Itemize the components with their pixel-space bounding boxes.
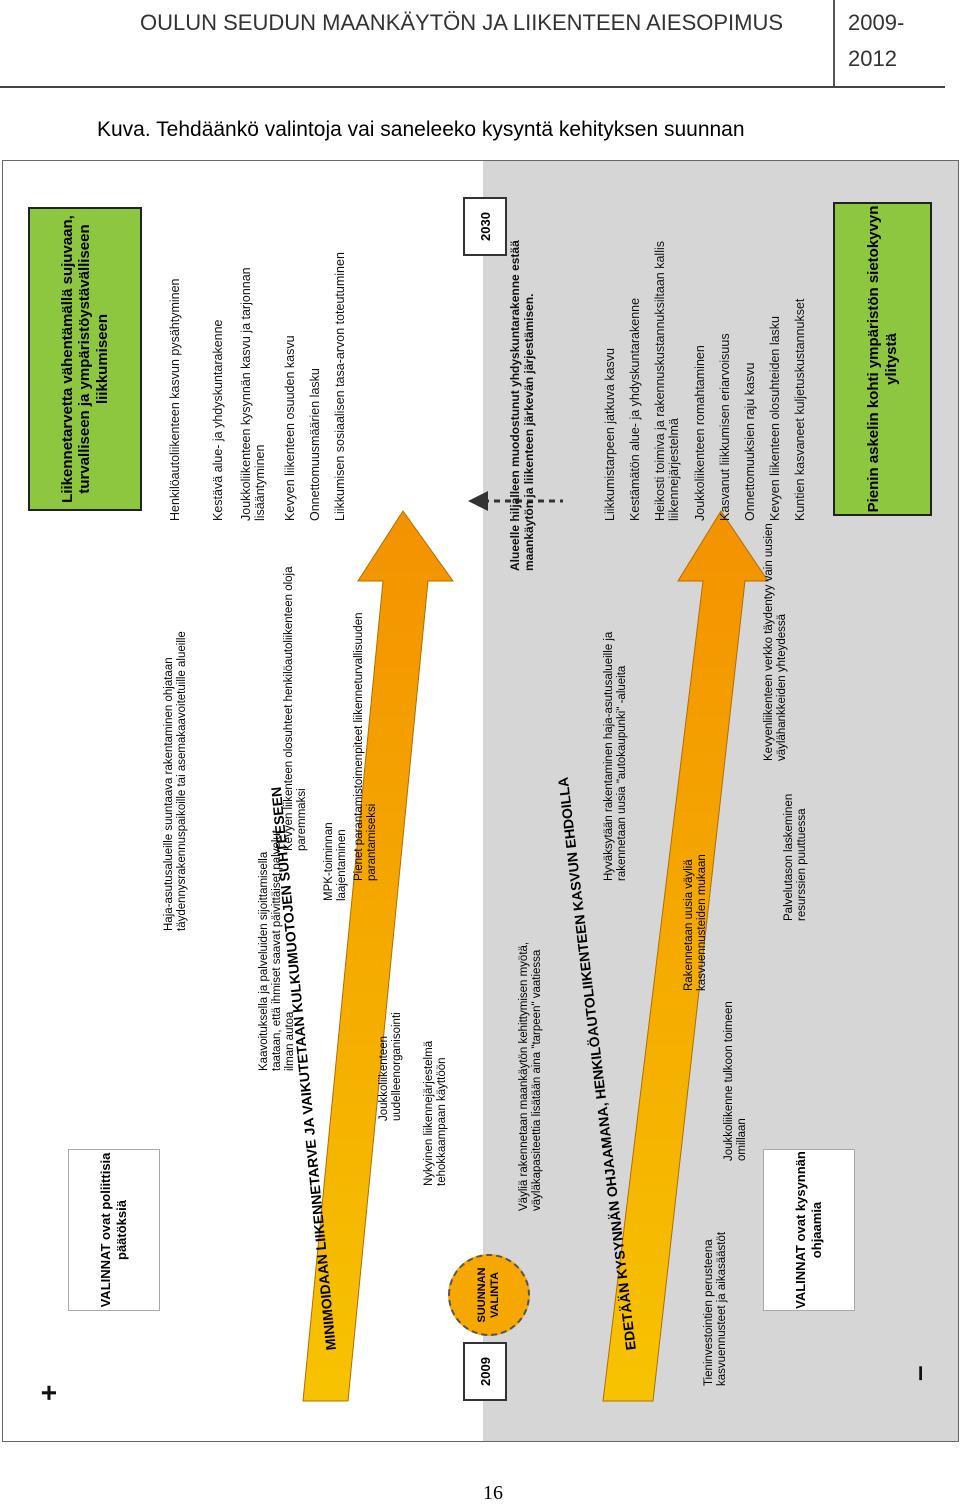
top-tag-5: Haja-asutusalueille suuntaava rakentamin… <box>163 631 189 931</box>
top-tag-7: Pienet parantamistoimenpiteet liikennetu… <box>353 612 379 882</box>
minus-sign: – <box>903 1365 934 1381</box>
bottom-choices-box: VALINNAT ovat kysynnän ohjaamia <box>763 1149 855 1311</box>
bottom-tag-6: Hyväksytään rakentaminen haja-asutusalue… <box>603 631 629 881</box>
bottom-tag-3: Väyliä rakennetaan maankäytön kehittymis… <box>518 941 544 1211</box>
bottom-tag-1: Tieninvestointien perusteena kasvuennust… <box>703 1231 729 1386</box>
header-divider-vertical <box>833 0 835 88</box>
diagram-arrows <box>302 491 769 1402</box>
figure-frame: + – 2009 2030 SUUNNAN VALINTA VALINNAT o… <box>2 160 959 1442</box>
top-outcome-4: Kevyen liikenteen osuuden kasvu <box>283 335 297 521</box>
bottom-tag-4: Rakennetaan uusia väyliä kasvuennusteide… <box>683 854 709 991</box>
top-tag-4: MPK-toiminnan laajentaminen <box>323 822 349 901</box>
document-header-year-end: 2012 <box>848 46 897 71</box>
bottom-tag-5: Palvelutason laskeminen resurssien puutt… <box>783 793 809 921</box>
dashed-arrow-head <box>468 491 488 511</box>
top-tag-6: Kevyen liikenteen olosuhteet henkilöauto… <box>283 566 309 851</box>
figure-caption: Kuva. Tehdäänkö valintoja vai saneleeko … <box>97 118 745 141</box>
bottom-outcome-5: Kasvanut liikkumisen eriarvoisuus <box>718 333 732 521</box>
direction-choice-circle: SUUNNAN VALINTA <box>448 1254 530 1336</box>
bottom-outcome-6: Onnettomuuksien raju kasvu <box>743 362 757 521</box>
top-outcome-5: Onnettomuusmäärien lasku <box>308 368 322 521</box>
top-tag-2: Nykyinen liikennejärjestelmä tehokkaampa… <box>423 1040 449 1186</box>
document-header-year-start: 2009- <box>848 10 905 35</box>
bottom-outcome-2: Kestämätön alue- ja yhdyskuntarakenne <box>628 297 642 521</box>
year-start-box: 2009 <box>463 1342 507 1401</box>
top-outcome-6: Liikkumisen sosiaalisen tasa-arvon toteu… <box>333 252 347 521</box>
top-goal-box: Liikennetarvetta vähentämällä sujuvaan, … <box>28 207 142 511</box>
bottom-outcome-7: Kevyen liikenteen olosuhteiden lasku <box>768 316 782 521</box>
year-end-box: 2030 <box>463 197 507 256</box>
top-tag-3: Kaavoituksella ja palveluiden sijoittami… <box>258 829 297 1071</box>
page-number: 16 <box>483 1482 503 1504</box>
bottom-outcome-3: Heikosti toimiva ja rakennuskustannuksil… <box>653 241 682 521</box>
bottom-tag-2: Joukkoliikenne tulkoon toimeen omillaan <box>723 1001 749 1161</box>
bottom-dashed-note: Alueelle hiljalleen muodostunut yhdyskun… <box>508 240 537 571</box>
bottom-tag-7: Kevyenliikenteen verkko täydentyy vain u… <box>763 523 789 761</box>
top-main-arrow <box>302 510 454 1402</box>
top-outcome-2: Kestävä alue- ja yhdyskuntarakenne <box>211 319 225 521</box>
bottom-outcome-1: Liikkumistarpeen jatkuva kasvu <box>603 348 617 521</box>
rotated-diagram: + – 2009 2030 SUUNNAN VALINTA VALINNAT o… <box>3 161 958 1441</box>
bottom-main-arrow <box>602 510 769 1402</box>
top-choices-box: VALINNAT ovat poliittisia päätöksiä <box>68 1149 160 1311</box>
document-header-title: OULUN SEUDUN MAANKÄYTÖN JA LIIKENTEEN AI… <box>140 10 784 35</box>
top-outcome-3: Joukkoliikenteen kysynnän kasvu ja tarjo… <box>239 267 268 521</box>
top-outcome-1: Henkilöautoliikenteen kasvun pysähtymine… <box>168 278 182 521</box>
plus-sign: + <box>33 1384 64 1401</box>
bottom-goal-box: Pienin askelin kohti ympäristön sietokyv… <box>833 202 932 516</box>
top-tag-1: Joukkoliikenteen uudelleenorganisointi <box>378 1012 404 1121</box>
bottom-outcome-4: Joukkoliikenteen romahtaminen <box>693 345 707 521</box>
bottom-outcome-8: Kuntien kasvaneet kuljetuskustannukset <box>793 298 807 521</box>
header-divider-horizontal <box>0 86 945 88</box>
